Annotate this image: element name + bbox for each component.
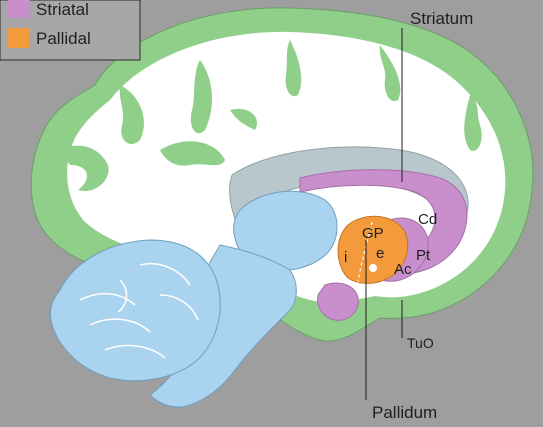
label-gpi: i bbox=[344, 249, 347, 266]
striatum-ventral bbox=[318, 283, 359, 320]
label-ac: Ac bbox=[394, 261, 412, 278]
label-pt: Pt bbox=[416, 247, 431, 264]
label-pallidum: Pallidum bbox=[372, 403, 437, 422]
pallidum-dot bbox=[369, 264, 377, 272]
label-cd: Cd bbox=[418, 211, 437, 228]
label-striatum: Striatum bbox=[410, 9, 473, 28]
label-gpe: e bbox=[376, 245, 384, 262]
label-gp: GP bbox=[362, 225, 384, 242]
label-tuo: TuO bbox=[407, 335, 434, 351]
legend-label-striatal: Striatal bbox=[36, 0, 89, 19]
legend-swatch-striatal bbox=[8, 0, 30, 18]
cerebellum bbox=[50, 240, 220, 381]
legend: Striatal Pallidal bbox=[0, 0, 140, 60]
legend-label-pallidal: Pallidal bbox=[36, 29, 91, 48]
legend-swatch-pallidal bbox=[8, 28, 30, 48]
